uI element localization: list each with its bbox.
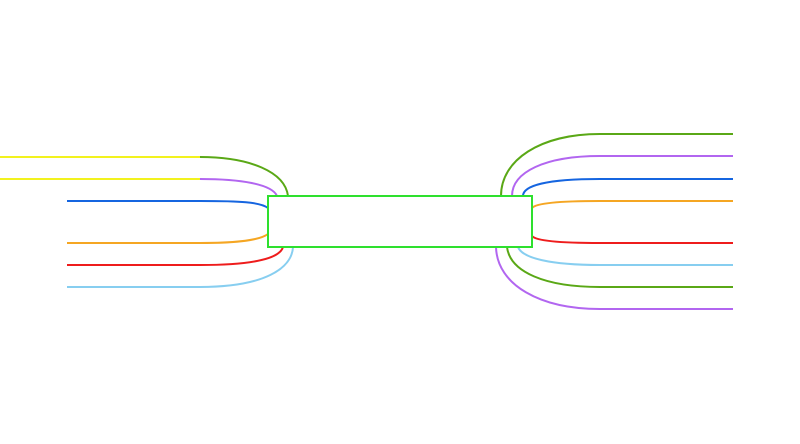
left-branch-connector-1 [199,156,289,197]
left-branch-connector-3 [199,200,269,209]
right-branch-4[interactable] [531,200,733,209]
right-branch-6[interactable] [517,246,733,266]
right-branch-7[interactable] [506,246,733,288]
central-topic-group[interactable] [267,195,533,248]
right-branch-1[interactable] [500,133,733,197]
left-branch-connector-5 [199,246,284,266]
left-branches [0,156,294,288]
right-branch-5[interactable] [531,235,733,244]
central-topic[interactable] [267,195,533,248]
right-branch-8[interactable] [495,246,733,310]
left-branch-connector-6 [199,246,294,288]
left-branch-connector-4 [199,233,269,244]
right-branch-2[interactable] [511,155,733,197]
right-branch-3[interactable] [522,178,733,197]
right-branches [495,133,733,310]
left-branch-connector-2 [199,178,278,197]
